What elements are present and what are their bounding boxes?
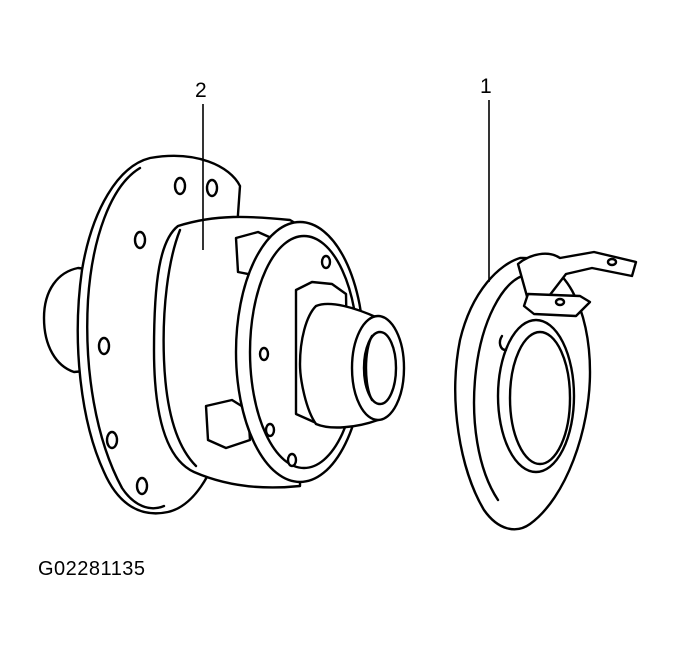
clip-tab-hole <box>606 257 618 267</box>
flange-bolt-hole <box>105 430 119 450</box>
flange-bolt-hole <box>173 176 187 196</box>
callout-number-hub: 2 <box>195 79 207 102</box>
hub-output-bore <box>362 330 398 406</box>
hub-flange-edge <box>86 166 166 510</box>
flange-bolt-hole <box>133 230 147 250</box>
clip-hook <box>498 334 508 352</box>
hub-case-shading <box>162 228 198 468</box>
hub-output-bore-shade <box>364 334 374 402</box>
front-bolt-hole <box>258 346 270 362</box>
clip-ring-opening-inner <box>508 330 572 466</box>
clip-ring-face <box>472 274 524 502</box>
retaining-clip <box>454 250 638 531</box>
flange-bolt-hole <box>135 476 149 496</box>
callout-number-clip: 1 <box>480 75 492 98</box>
flange-bolt-hole <box>205 178 219 198</box>
front-bolt-hole <box>320 254 332 270</box>
case-lug-bottom <box>204 398 252 450</box>
clip-upper-tab <box>516 250 638 302</box>
figure-reference-code: G02281135 <box>38 558 146 580</box>
front-bolt-hole <box>286 452 298 468</box>
flange-bolt-hole <box>97 336 111 356</box>
clip-lower-tab-hole <box>554 297 566 307</box>
hub-assembly <box>42 154 406 515</box>
front-bolt-hole <box>264 422 276 438</box>
